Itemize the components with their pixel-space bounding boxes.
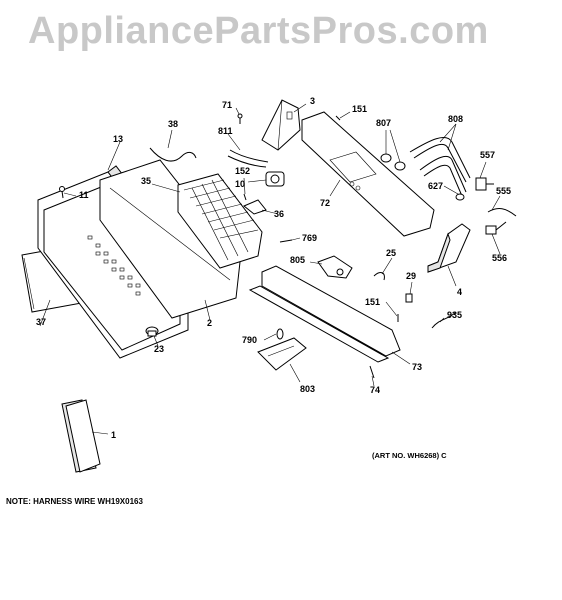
part-38-harness-wire xyxy=(149,147,197,162)
part-803-dispenser xyxy=(257,337,307,371)
label-part-25: 25 xyxy=(386,248,397,258)
part-29-clip xyxy=(405,293,413,303)
part-790-grommet xyxy=(276,328,284,340)
part-35-control-board xyxy=(177,173,263,269)
label-part-3: 3 xyxy=(310,96,316,106)
part-10-pressure-switch xyxy=(265,171,285,187)
label-part-4: 4 xyxy=(457,287,463,297)
part-73-base-rail xyxy=(248,265,401,363)
part-25-wire xyxy=(373,272,385,281)
label-part-36: 36 xyxy=(274,209,285,219)
label-part-807: 807 xyxy=(376,118,392,128)
label-part-72: 72 xyxy=(320,198,331,208)
label-part-152: 152 xyxy=(235,166,251,176)
label-part-151-mid: 151 xyxy=(365,297,381,307)
label-part-557: 557 xyxy=(480,150,496,160)
part-1-manual xyxy=(61,399,101,473)
label-part-790: 790 xyxy=(242,335,258,345)
label-part-627: 627 xyxy=(428,181,444,191)
label-part-10: 10 xyxy=(235,179,246,189)
art-number: (ART NO. WH6268) C xyxy=(372,451,447,460)
part-555-556-wire-assembly xyxy=(485,208,517,235)
label-part-769: 769 xyxy=(302,233,318,243)
label-part-73: 73 xyxy=(412,362,423,372)
part-807-grommets xyxy=(380,153,406,171)
part-2-inner-frame xyxy=(99,159,241,319)
part-808-hoses xyxy=(409,137,471,197)
label-part-803: 803 xyxy=(300,384,316,394)
part-71-screw xyxy=(237,113,243,124)
part-4-end-cap xyxy=(427,223,471,273)
part-72-backsplash xyxy=(301,111,435,237)
part-23-knob xyxy=(145,326,159,337)
part-935-wire xyxy=(431,311,457,329)
harness-note: NOTE: HARNESS WIRE WH19X0163 xyxy=(6,497,143,506)
label-part-556: 556 xyxy=(492,253,508,263)
part-627-fitting xyxy=(455,193,465,201)
part-74-clip xyxy=(369,365,375,379)
label-part-23: 23 xyxy=(154,344,165,354)
part-151-screw-top xyxy=(335,115,341,121)
part-811-hose xyxy=(229,149,269,163)
part-152-screw xyxy=(243,193,247,201)
watermark-text: AppliancePartsPros.com xyxy=(28,10,489,52)
label-part-35: 35 xyxy=(141,176,152,186)
label-part-29: 29 xyxy=(406,271,417,281)
leader-lines xyxy=(39,103,501,435)
label-part-811: 811 xyxy=(218,126,233,136)
label-part-555: 555 xyxy=(496,186,512,196)
part-11-screw xyxy=(59,186,65,199)
label-part-11: 11 xyxy=(79,190,89,200)
label-part-1: 1 xyxy=(111,430,117,440)
label-part-38: 38 xyxy=(168,119,179,129)
label-part-71: 71 xyxy=(222,100,233,110)
part-557-connector xyxy=(475,177,494,191)
label-part-151-top: 151 xyxy=(352,104,368,114)
label-part-805: 805 xyxy=(290,255,306,265)
part-3-end-cap xyxy=(261,99,301,151)
label-part-37: 37 xyxy=(36,317,47,327)
label-part-2: 2 xyxy=(207,318,213,328)
part-769-screw xyxy=(279,239,293,243)
label-part-808: 808 xyxy=(448,114,464,124)
part-805-valve xyxy=(317,255,353,279)
label-part-74: 74 xyxy=(370,385,381,395)
label-part-13: 13 xyxy=(113,134,124,144)
label-part-935: 935 xyxy=(447,310,463,320)
control-buttons xyxy=(87,235,141,296)
part-36-bracket xyxy=(243,199,267,215)
